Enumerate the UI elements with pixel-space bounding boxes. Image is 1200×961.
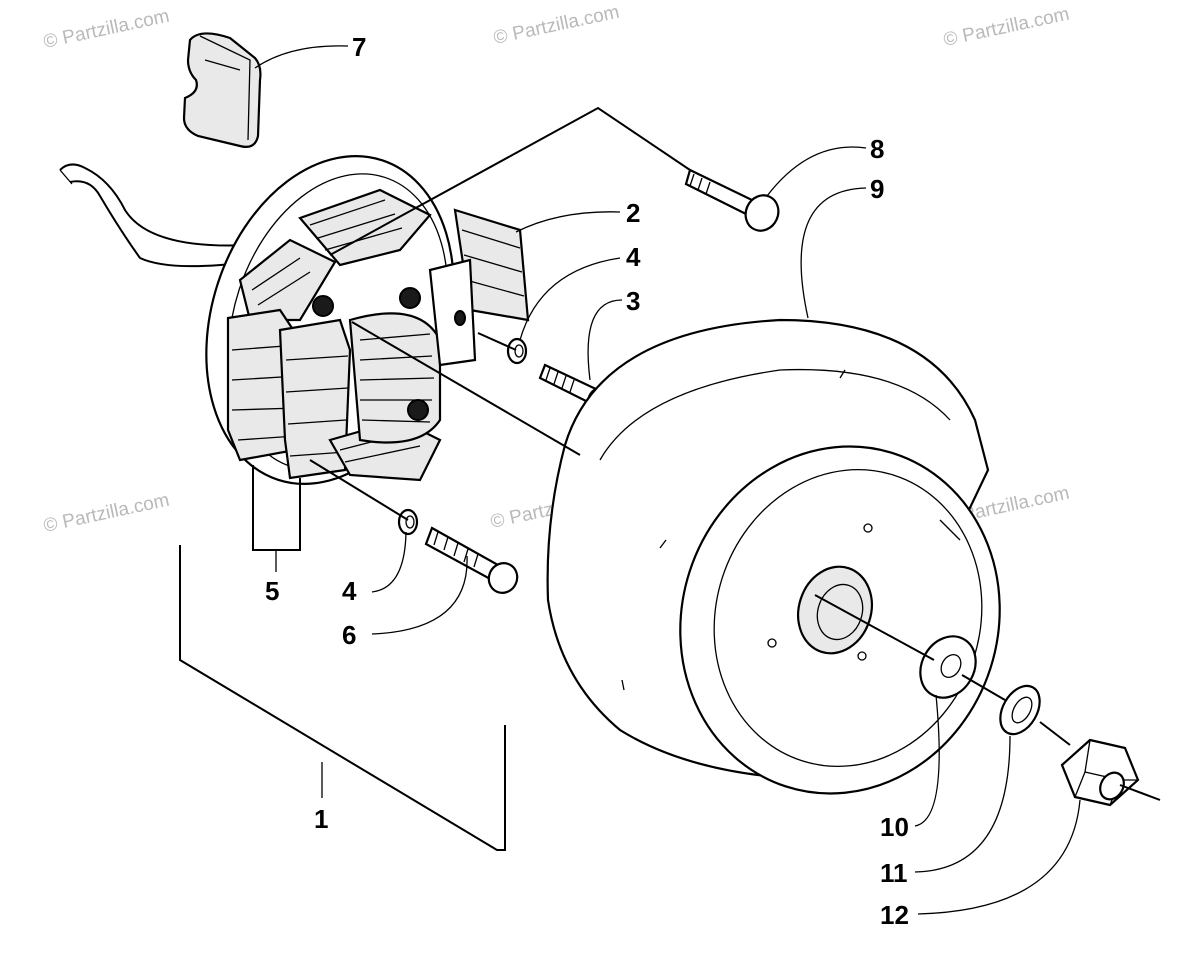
- lock-washer-icon: [999, 684, 1041, 736]
- callout-12: 12: [880, 900, 909, 930]
- flywheel-icon: [546, 318, 1001, 795]
- callout-5: 5: [265, 576, 279, 606]
- callout-11: 11: [880, 858, 908, 888]
- callouts: 7 8 9 2 4 3 5 4 6 1 10 11 12: [265, 32, 909, 930]
- watermark: © Partzilla.com: [42, 6, 172, 53]
- callout-7: 7: [352, 32, 366, 62]
- callout-10: 10: [880, 812, 909, 842]
- washer-icon: [397, 508, 419, 536]
- felt-pad-icon: [182, 32, 262, 148]
- screw-icon: [424, 526, 519, 594]
- wire-harness-icon: [59, 163, 251, 268]
- watermark: © Partzilla.com: [492, 2, 622, 49]
- callout-6: 6: [342, 620, 356, 650]
- callout-3: 3: [626, 286, 640, 316]
- bolt-icon: [684, 168, 780, 232]
- callout-8: 8: [870, 134, 884, 164]
- callout-4: 4: [342, 576, 357, 606]
- assembly-lines: [179, 106, 1161, 851]
- washer-icon: [506, 337, 528, 365]
- watermark: © Partzilla.com: [942, 4, 1072, 51]
- callout-4: 4: [626, 242, 641, 272]
- callout-2: 2: [626, 198, 640, 228]
- callout-1: 1: [314, 804, 328, 834]
- stator-icon: [205, 155, 530, 485]
- watermark: © Partzilla.com: [42, 490, 172, 537]
- hex-nut-icon: [1060, 738, 1140, 807]
- callout-9: 9: [870, 174, 884, 204]
- leader-lines: [254, 45, 1081, 915]
